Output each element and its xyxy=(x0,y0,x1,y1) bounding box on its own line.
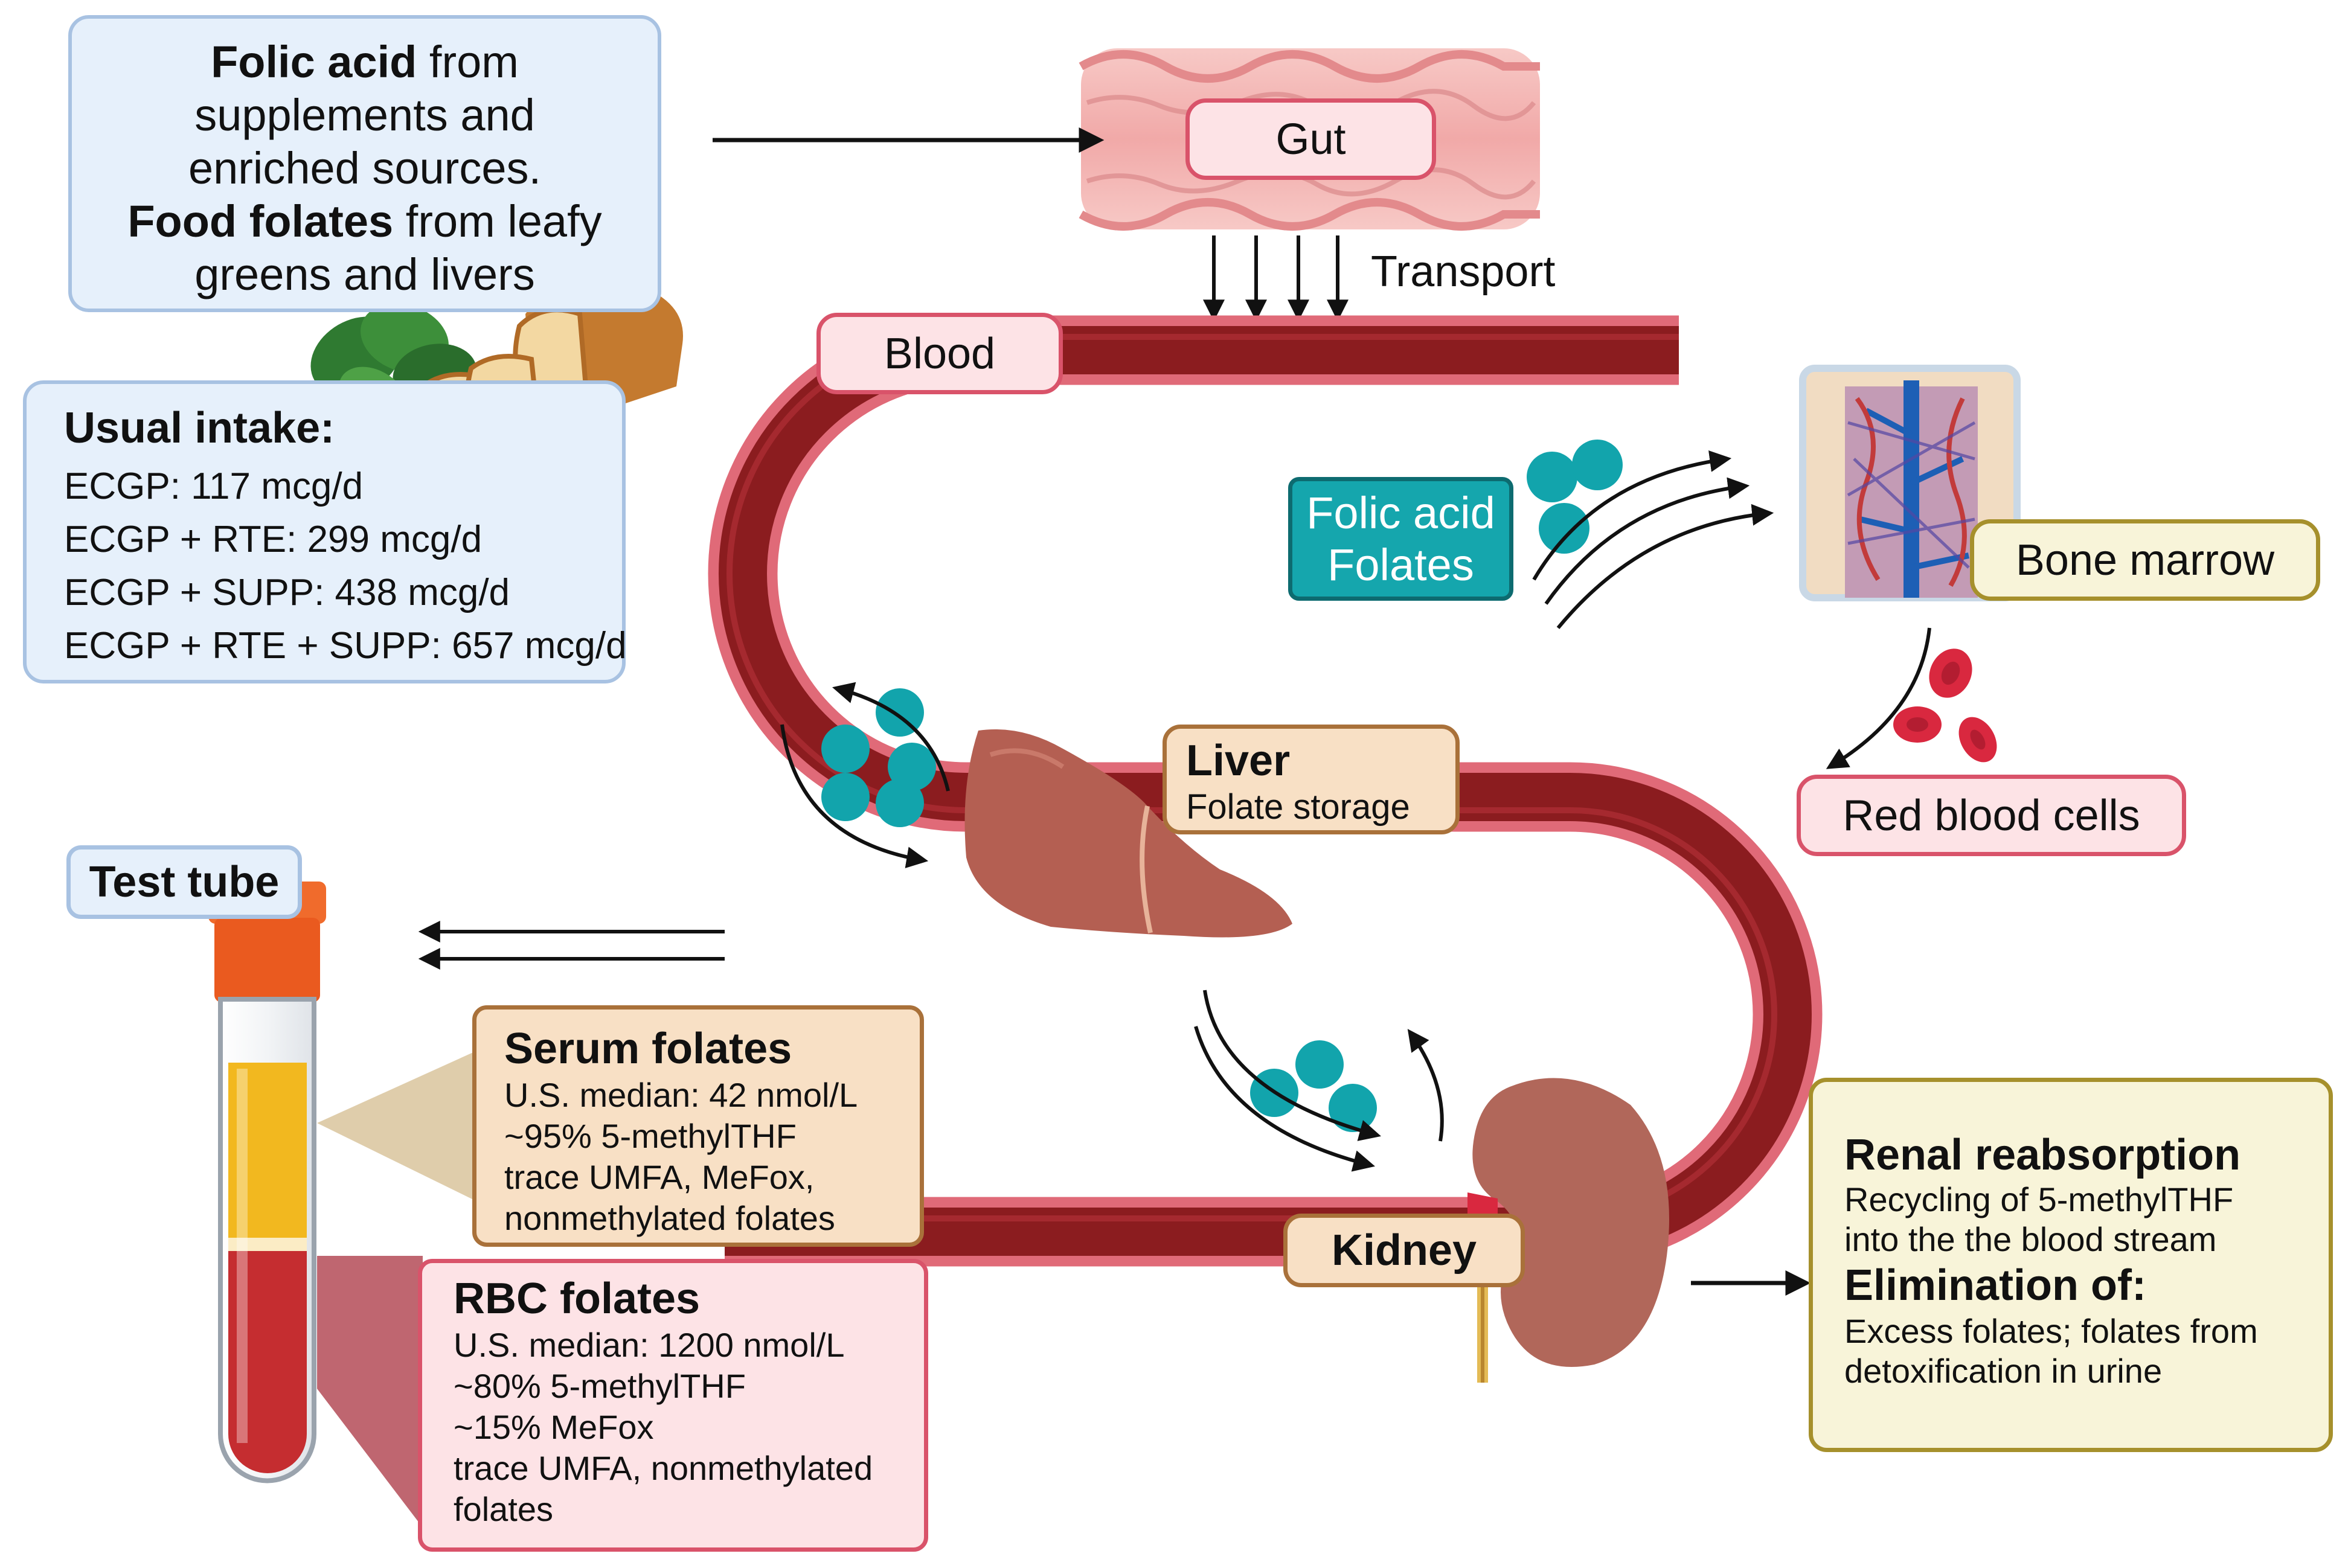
test-tube-illustration xyxy=(208,882,326,1483)
kidney-exchange-arrows xyxy=(1194,990,1444,1172)
renal-line: Excess folates; folates from xyxy=(1844,1312,2258,1350)
rbc-line: ~15% MeFox xyxy=(454,1408,654,1446)
usual-intake-title: Usual intake: xyxy=(64,404,335,452)
intake-row: ECGP + SUPP: 438 mcg/d xyxy=(64,572,510,613)
folate-molecules-bone xyxy=(1527,440,1623,554)
liver-illustration xyxy=(964,729,1292,938)
folate-sources-box: Folic acid from supplements and enriched… xyxy=(68,15,661,312)
sources-line-3: enriched sources. xyxy=(188,143,542,193)
renal-line: into the the blood stream xyxy=(1844,1220,2217,1258)
serum-line: U.S. median: 42 nmol/L xyxy=(504,1076,858,1114)
rbc-folates-box: RBC folates U.S. median: 1200 nmol/L ~80… xyxy=(418,1259,928,1552)
gut-label: Gut xyxy=(1185,98,1436,180)
kidney-label: Kidney xyxy=(1283,1214,1525,1287)
serum-line: nonmethylated folates xyxy=(504,1199,835,1237)
folates-text: Folates xyxy=(1327,539,1474,590)
rbc-line: ~80% 5-methylTHF xyxy=(454,1367,746,1405)
folic-acid-label: Folic acid Folates xyxy=(1288,477,1513,601)
renal-reabsorption-title: Renal reabsorption xyxy=(1844,1131,2241,1179)
rbc-callout-wedge xyxy=(317,1256,423,1528)
sources-line-5: greens and livers xyxy=(194,249,535,299)
serum-folates-box: Serum folates U.S. median: 42 nmol/L ~95… xyxy=(472,1005,924,1247)
sources-line-4: Food folates from leafy xyxy=(127,196,602,246)
liver-exchange-arrows xyxy=(780,682,950,869)
transport-arrows xyxy=(1203,235,1349,322)
rbc-folates-title: RBC folates xyxy=(454,1275,701,1323)
serum-callout-wedge xyxy=(317,1051,477,1202)
serum-line: ~95% 5-methylTHF xyxy=(504,1117,797,1155)
intake-row: ECGP: 117 mcg/d xyxy=(64,466,364,507)
sources-line-2: supplements and xyxy=(194,90,535,140)
arrows-to-bone-marrow xyxy=(1532,450,1774,629)
elimination-title: Elimination of: xyxy=(1844,1261,2146,1310)
liver-subtitle: Folate storage xyxy=(1186,787,1410,827)
intake-row: ECGP + RTE: 299 mcg/d xyxy=(64,519,483,560)
sources-line-1: Folic acid from xyxy=(211,37,519,87)
renal-line: Recycling of 5-methylTHF xyxy=(1844,1180,2234,1218)
transport-label: Transport xyxy=(1371,248,1556,296)
bone-marrow-label: Bone marrow xyxy=(1970,519,2320,601)
serum-folates-title: Serum folates xyxy=(504,1025,792,1073)
red-blood-cells-label: Red blood cells xyxy=(1797,775,2186,856)
renal-line: detoxification in urine xyxy=(1844,1352,2163,1390)
bone-marrow-illustration xyxy=(1799,365,2021,601)
blood-label: Blood xyxy=(816,313,1063,394)
marrow-to-rbc-arrow xyxy=(1826,627,1931,769)
serum-line: trace UMFA, MeFox, xyxy=(504,1158,815,1196)
rbc-line: folates xyxy=(454,1490,553,1528)
intake-row: ECGP + RTE + SUPP: 657 mcg/d xyxy=(64,625,627,667)
renal-box: Renal reabsorption Recycling of 5-methyl… xyxy=(1809,1078,2333,1452)
rbc-line: U.S. median: 1200 nmol/L xyxy=(454,1326,845,1364)
rbc-line: trace UMFA, nonmethylated xyxy=(454,1449,873,1487)
usual-intake-box: Usual intake: ECGP: 117 mcg/d ECGP + RTE… xyxy=(23,380,627,683)
blood-to-tube-arrows xyxy=(418,921,725,970)
red-blood-cells-illustration xyxy=(1893,648,1997,763)
liver-title: Liver xyxy=(1186,737,1291,785)
liver-label: Liver Folate storage xyxy=(1163,725,1460,834)
folic-acid-text: Folic acid xyxy=(1306,487,1495,538)
test-tube-label: Test tube xyxy=(66,845,302,919)
